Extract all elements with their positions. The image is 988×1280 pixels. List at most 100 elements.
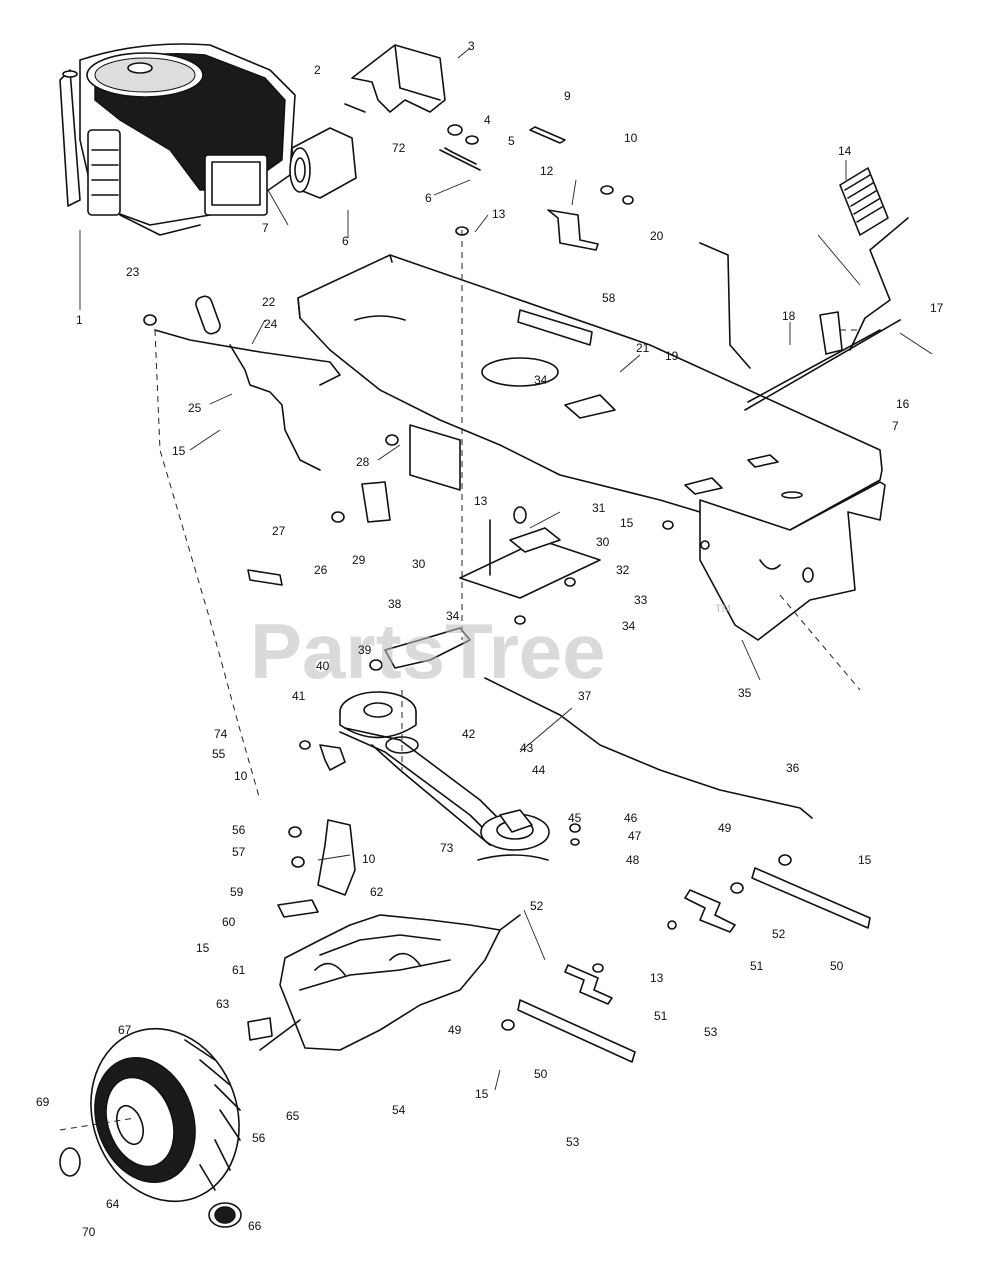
clutch-arm	[369, 627, 813, 819]
callout-51: 51	[750, 959, 764, 973]
callout-50: 50	[830, 959, 844, 973]
callout-72: 72	[392, 141, 406, 155]
callout-53: 53	[704, 1025, 718, 1039]
callout-37: 37	[578, 689, 592, 703]
brake-rods	[143, 295, 341, 471]
callout-21: 21	[636, 341, 650, 355]
callout-34c: 34	[622, 619, 636, 633]
heat-shield	[351, 44, 446, 113]
callout-22: 22	[262, 295, 276, 309]
axle-supports	[517, 867, 871, 1063]
callout-33: 33	[634, 593, 648, 607]
callout-26: 26	[314, 563, 328, 577]
callout-13c: 13	[650, 971, 664, 985]
idler-bracket	[459, 506, 601, 625]
centerlines	[59, 230, 861, 1131]
muffler	[289, 127, 357, 199]
callout-labels: 1 2 3 4 5 6 6 7 7 8 9 10 10 10 12 13 13 …	[36, 39, 944, 1239]
callout-36: 36	[786, 761, 800, 775]
callout-40: 40	[316, 659, 330, 673]
callout-9: 9	[564, 89, 571, 103]
callout-17: 17	[930, 301, 944, 315]
callout-56: 56	[232, 823, 246, 837]
callout-15b: 15	[620, 516, 634, 530]
callout-6b: 6	[342, 234, 349, 248]
callout-5: 5	[508, 134, 515, 148]
callout-54: 54	[392, 1103, 406, 1117]
callout-15d: 15	[196, 941, 210, 955]
callout-28: 28	[356, 455, 370, 469]
callout-67: 67	[118, 1023, 132, 1037]
callout-27: 27	[272, 524, 286, 538]
callout-49b: 49	[448, 1023, 462, 1037]
callout-15c: 15	[858, 853, 872, 867]
callout-44: 44	[532, 763, 546, 777]
callout-47: 47	[628, 829, 642, 843]
callout-25: 25	[188, 401, 202, 415]
callout-53b: 53	[566, 1135, 580, 1149]
callout-50b: 50	[534, 1067, 548, 1081]
callout-32: 32	[616, 563, 630, 577]
callout-13b: 13	[474, 494, 488, 508]
callout-29: 29	[352, 553, 366, 567]
callout-61: 61	[232, 963, 246, 977]
watermark-text: PartsTree	[250, 607, 606, 695]
callout-38: 38	[388, 597, 402, 611]
callout-30b: 30	[596, 535, 610, 549]
callout-3: 3	[468, 39, 475, 53]
watermark-trademark: TM	[715, 603, 731, 615]
callout-2: 2	[314, 63, 321, 77]
callout-52b: 52	[530, 899, 544, 913]
callout-20: 20	[650, 229, 664, 243]
callout-13: 13	[492, 207, 506, 221]
small-hardware-top	[344, 103, 566, 171]
transaxle	[259, 914, 521, 1051]
callout-16: 16	[896, 397, 910, 411]
callout-7: 7	[262, 221, 269, 235]
callout-74: 74	[214, 727, 228, 741]
engine	[59, 43, 296, 236]
callout-30: 30	[412, 557, 426, 571]
callout-63: 63	[216, 997, 230, 1011]
callout-51b: 51	[654, 1009, 668, 1023]
callout-73: 73	[440, 841, 454, 855]
callout-42: 42	[462, 727, 476, 741]
callout-18: 18	[782, 309, 796, 323]
callout-64: 64	[106, 1197, 120, 1211]
callout-19: 19	[665, 349, 679, 363]
callout-10: 10	[624, 131, 638, 145]
callout-55: 55	[212, 747, 226, 761]
callout-34: 34	[534, 373, 548, 387]
callout-24: 24	[264, 317, 278, 331]
callout-49: 49	[718, 821, 732, 835]
callout-65: 65	[286, 1109, 300, 1123]
callout-56b: 56	[252, 1131, 266, 1145]
callout-52: 52	[772, 927, 786, 941]
callout-39: 39	[358, 643, 372, 657]
callout-69: 69	[36, 1095, 50, 1109]
callout-14: 14	[838, 144, 852, 158]
callout-57: 57	[232, 845, 246, 859]
callout-23: 23	[126, 265, 140, 279]
callout-4: 4	[484, 113, 491, 127]
callout-43: 43	[520, 741, 534, 755]
callout-66: 66	[248, 1219, 262, 1233]
frame-brackets	[331, 185, 674, 530]
transmission-pulley	[477, 809, 550, 861]
leader-lines	[79, 47, 933, 1091]
frame	[297, 254, 886, 641]
callout-58: 58	[602, 291, 616, 305]
callout-48: 48	[626, 853, 640, 867]
callout-59: 59	[230, 885, 244, 899]
callout-15: 15	[172, 444, 186, 458]
watermark: PartsTree TM	[250, 603, 731, 695]
callout-15e: 15	[475, 1087, 489, 1101]
callout-1: 1	[76, 313, 83, 327]
callout-41: 41	[292, 689, 306, 703]
callout-34b: 34	[446, 609, 460, 623]
callout-10b: 10	[234, 769, 248, 783]
rear-wheel	[59, 1027, 242, 1228]
callout-62: 62	[370, 885, 384, 899]
callout-6: 6	[425, 191, 432, 205]
